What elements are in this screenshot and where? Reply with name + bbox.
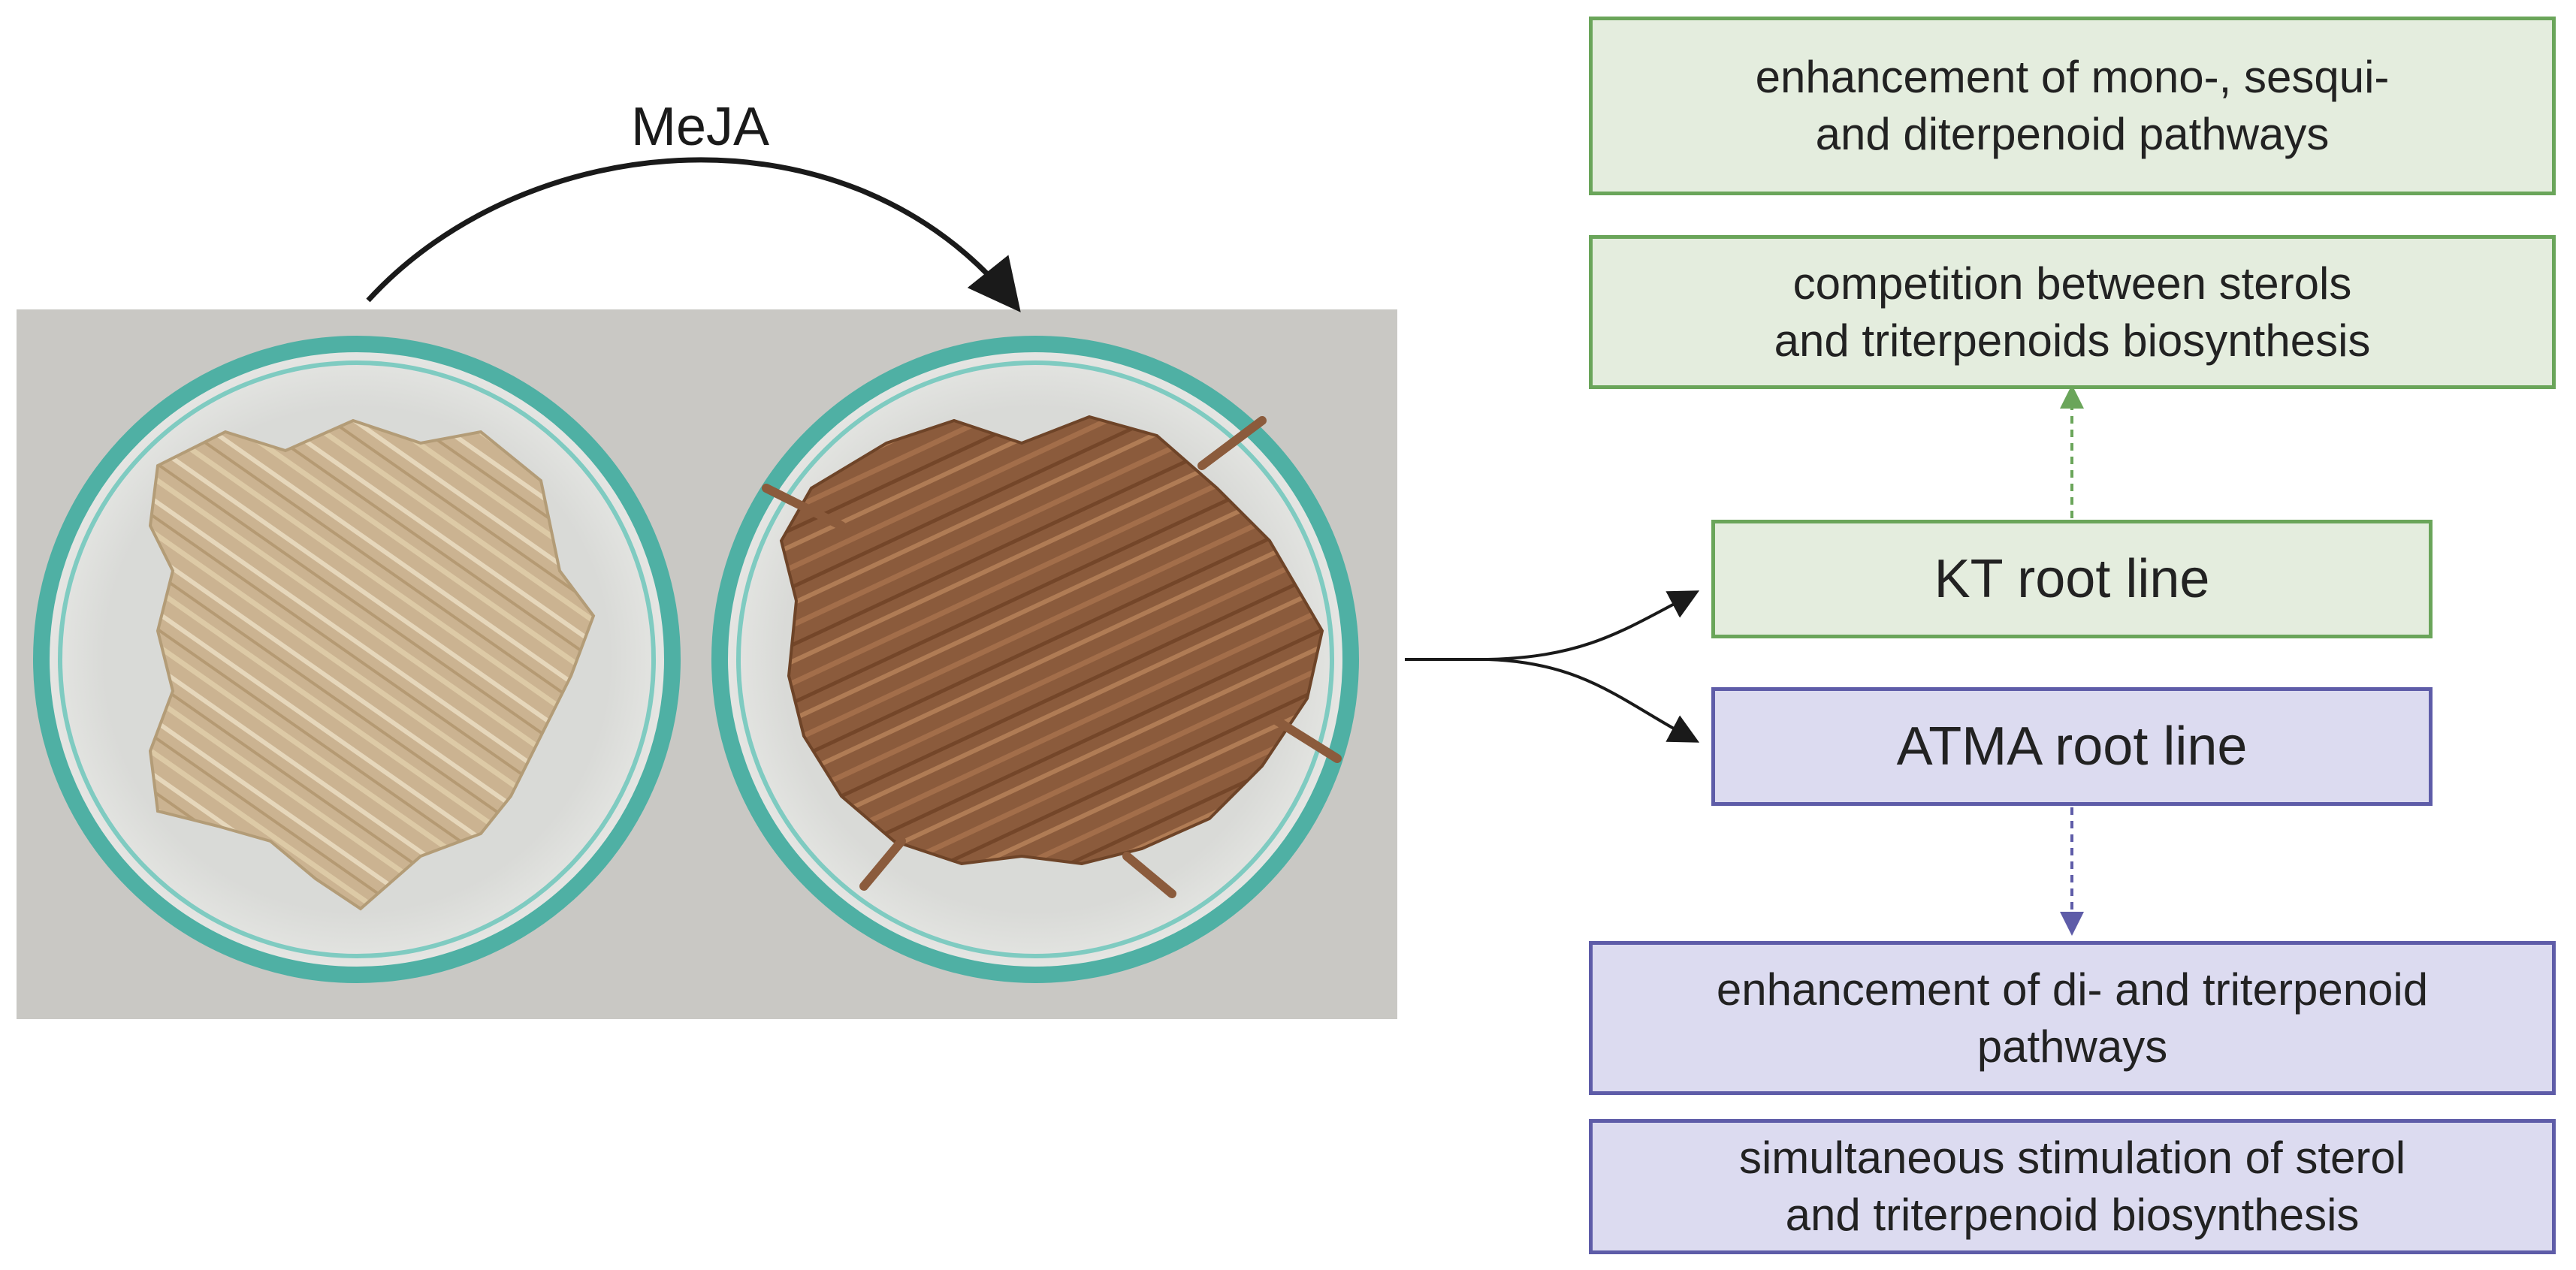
- branch-arrow-kt: [1487, 590, 1700, 661]
- kt-root-line-box: KT root line: [1711, 520, 2433, 638]
- meja-arrow: [366, 157, 1021, 312]
- kt-effect-box-1: enhancement of mono-, sesqui- and diterp…: [1589, 17, 2556, 195]
- kt-root-line-label: KT root line: [1934, 549, 2210, 609]
- treatment-label: MeJA: [631, 97, 770, 157]
- roots-control: [148, 418, 596, 911]
- petri-dish-control: [33, 336, 681, 983]
- atma-effect-box-1: enhancement of di- and triterpenoid path…: [1589, 941, 2556, 1095]
- atma-root-line-label: ATMA root line: [1896, 716, 2248, 777]
- atma-effect-box-2: simultaneous stimulation of sterol and t…: [1589, 1119, 2556, 1254]
- petri-dish-treated: [711, 336, 1359, 983]
- kt-effect-box-2: competition between sterols and triterpe…: [1589, 235, 2556, 389]
- kt-effect-text-2: competition between sterols and triterpe…: [1774, 258, 2371, 366]
- branch-arrow-atma: [1487, 658, 1700, 743]
- atma-effect-text-1: enhancement of di- and triterpenoid path…: [1716, 964, 2429, 1072]
- roots-treated: [779, 415, 1324, 866]
- atma-root-line-box: ATMA root line: [1711, 687, 2433, 806]
- atma-effect-text-2: simultaneous stimulation of sterol and t…: [1738, 1133, 2406, 1240]
- kt-effect-text-1: enhancement of mono-, sesqui- and diterp…: [1755, 52, 2390, 159]
